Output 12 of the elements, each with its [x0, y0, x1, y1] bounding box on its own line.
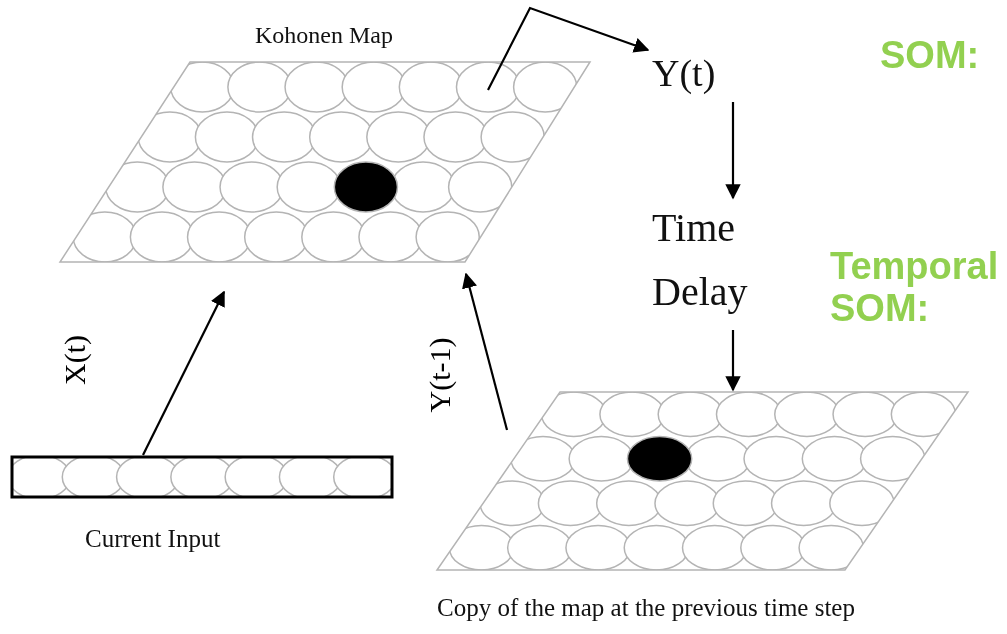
heading-text: SOM: [880, 34, 981, 76]
arrow [725, 330, 741, 392]
arrow [725, 102, 741, 200]
map-caption: Copy of the map at the previous time step [437, 594, 855, 623]
input-caption: Current Input [85, 525, 221, 554]
arrow [487, 6, 650, 91]
map-title: Kohonen Map [255, 22, 393, 50]
arrow [462, 272, 509, 431]
arrow [142, 290, 225, 456]
delay-label: Time Delay [652, 204, 749, 316]
signal-label: Y(t) [652, 52, 716, 96]
heading-text: Temporal SOM: [830, 245, 1000, 329]
